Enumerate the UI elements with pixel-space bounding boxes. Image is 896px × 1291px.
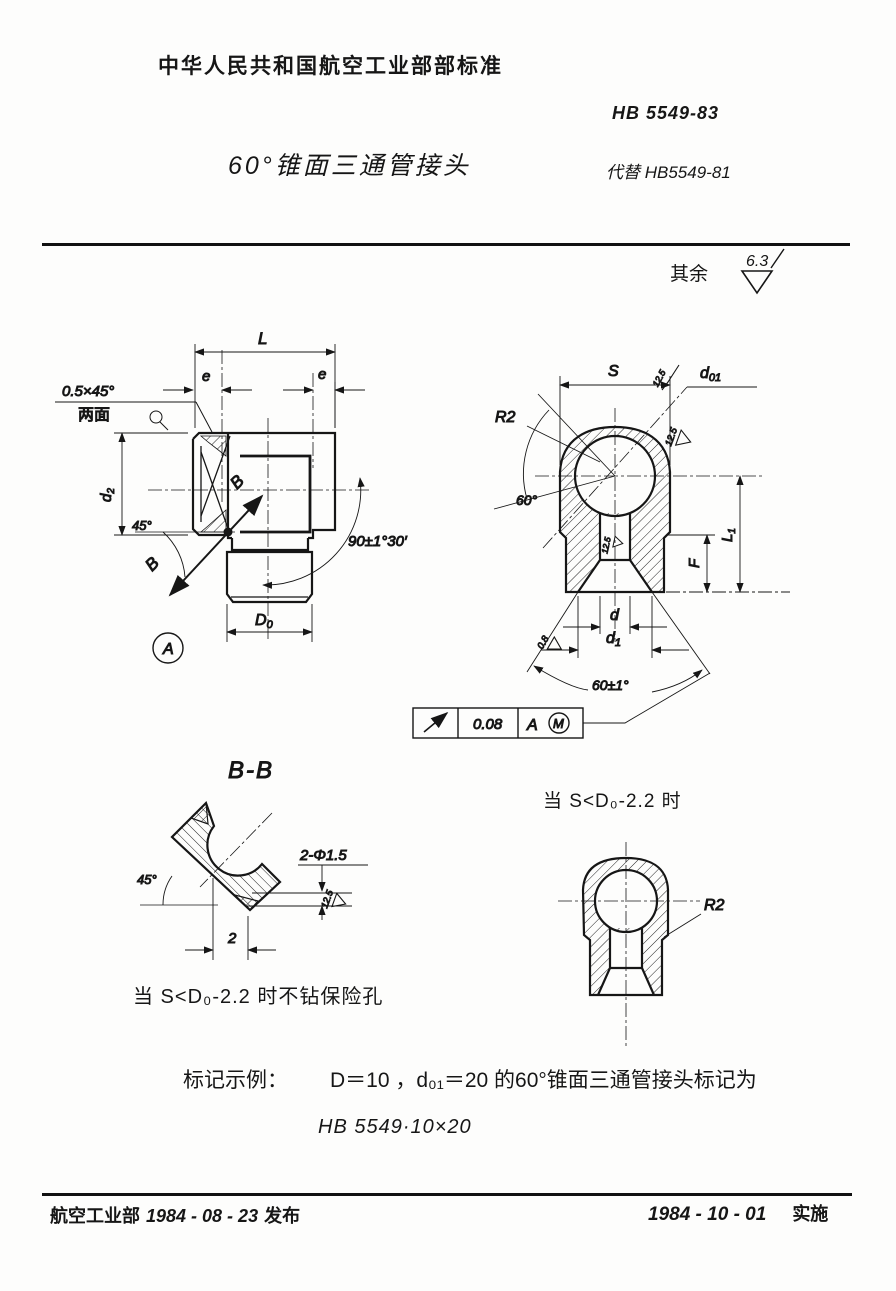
right-dim-d-d1 <box>541 596 689 658</box>
standard-number: HB 5549-83 <box>612 103 720 123</box>
dim-label-L: L <box>258 329 267 348</box>
alt-label-R2: R2 <box>704 897 725 914</box>
dim-label-d2: d2 <box>98 488 117 502</box>
section-roughness-mark: 12.5 <box>319 888 347 910</box>
section-line-B <box>168 494 264 597</box>
feature-control-frame <box>412 672 711 739</box>
arc-90deg <box>262 477 365 589</box>
dim-label-L1: L1 <box>719 528 738 542</box>
header-divider <box>42 243 850 246</box>
section-bb-drawing: B-B 45° 2-Φ1.5 12.5 <box>137 757 368 960</box>
svg-text:12.5: 12.5 <box>599 536 612 555</box>
section-dim-2 <box>185 878 276 960</box>
right-view-drawing: S 12.5 d01 R2 12.5 12.5 <box>412 363 790 739</box>
left-view-centerlines <box>148 350 372 642</box>
footer-effective-date: 1984 - 10 - 01 <box>648 1204 767 1225</box>
fcf-modifier: M <box>553 716 564 731</box>
left-view-cone-socket <box>199 435 231 535</box>
document-title: 60°锥面三通管接头 <box>228 152 471 180</box>
roughness-mark-side: 12.5 <box>663 425 692 448</box>
footer-divider <box>42 1193 852 1196</box>
section-title: B-B <box>228 757 274 784</box>
right-dim-S <box>559 376 671 465</box>
section-centerline <box>199 812 273 888</box>
roughness-triangle-icon <box>740 270 774 295</box>
footer-effective-verb: 实施 <box>792 1204 829 1224</box>
alt-view-drawing: R2 <box>558 842 725 1048</box>
fcf-leader <box>583 672 711 724</box>
footer-issue-date: 1984 - 08 - 23 <box>146 1206 259 1226</box>
alt-r2-leader <box>663 913 702 938</box>
left-view-inner-bore <box>240 454 312 534</box>
dim-label-60tol: 60±1° <box>592 677 629 693</box>
fcf-datum: A <box>526 717 538 734</box>
dim-label-d: d <box>610 607 620 624</box>
marking-example-label: 标记示例： <box>183 1069 288 1092</box>
roughness-mark-s: 12.5 <box>650 364 680 391</box>
fcf-value: 0.08 <box>473 716 503 733</box>
right-view-hatch <box>560 427 670 592</box>
surface-roughness-note: 其余 6.3 <box>670 248 785 295</box>
dim-label-d1: d1 <box>606 630 621 649</box>
right-dim-F-L1 <box>666 475 790 593</box>
section-tip-top <box>189 801 209 825</box>
dim-label-F: F <box>686 558 703 568</box>
footer-effective: 1984 - 10 - 01 实施 <box>648 1200 828 1226</box>
note-no-drill: 当 S<D₀-2.2 时不钻保险孔 <box>133 986 384 1008</box>
section-arc-45 <box>162 875 173 906</box>
right-view-centerlines <box>535 386 762 642</box>
dim-label-90deg: 90±1°30′ <box>348 533 408 550</box>
left-dim-e <box>163 382 365 428</box>
dim-label-60deg: 60° <box>516 492 538 508</box>
dim-label-d01: d01 <box>700 365 721 384</box>
section-label-45: 45° <box>137 872 157 887</box>
surface-note-prefix: 其余 <box>670 263 708 285</box>
footer-issue-verb: 发布 <box>264 1206 301 1226</box>
arc-45 <box>162 531 186 578</box>
left-dim-L <box>194 344 336 428</box>
marking-example-text: D＝10 ，d₀₁＝20 的60°锥面三通管接头标记为 <box>330 1069 757 1092</box>
roughness-mark-cone: 0.8 <box>535 633 563 652</box>
chamfer-callout: 0.5×45° <box>62 383 114 400</box>
alt-view-hatch <box>583 858 668 995</box>
replaces-note: 代替 HB5549-81 <box>606 163 731 182</box>
footer-issuing-org: 航空工业部 <box>50 1206 140 1226</box>
roughness-mark-bore: 12.5 <box>599 535 624 555</box>
dim-label-e-left: e <box>202 368 210 385</box>
chamfer-leader <box>55 401 213 433</box>
section-label-2: 2 <box>227 930 237 947</box>
dim-label-45deg: 45° <box>132 518 152 533</box>
standard-org-title: 中华人民共和国航空工业部部标准 <box>158 55 503 78</box>
cone-angle-60tol <box>526 591 711 693</box>
both-sides-label: 两面 <box>78 407 110 424</box>
datum-circle-A <box>152 632 184 664</box>
dim-label-D0: D0 <box>255 612 274 631</box>
alt-view-condition: 当 S<D₀-2.2 时 <box>543 791 682 812</box>
section-label-B-lower: B <box>141 553 162 574</box>
cone-60-construction <box>493 393 616 510</box>
datum-label-A: A <box>162 641 174 658</box>
marking-example-code: HB 5549·10×20 <box>318 1116 472 1138</box>
left-view-body <box>191 431 337 604</box>
marking-example: 标记示例： D＝10 ，d₀₁＝20 的60°锥面三通管接头标记为 <box>183 1064 757 1094</box>
runout-symbol-icon <box>423 711 449 733</box>
dim-label-R2: R2 <box>495 409 516 426</box>
roughness-slash <box>770 248 785 269</box>
technical-drawing: L e e 0.5×45° 两面 <box>55 329 790 1048</box>
holes-callout: 2-Φ1.5 <box>299 847 347 864</box>
alt-view-centerlines <box>558 842 700 1048</box>
left-view-drawing: L e e 0.5×45° 两面 <box>55 329 408 664</box>
r2-leader <box>526 425 601 463</box>
section-band <box>170 800 282 912</box>
section-pivot-dot <box>223 527 233 537</box>
left-dim-D0 <box>226 604 313 642</box>
dim-label-S: S <box>608 363 619 380</box>
dim-label-e-right: e <box>318 366 326 383</box>
surface-note-value: 6.3 <box>746 253 768 270</box>
